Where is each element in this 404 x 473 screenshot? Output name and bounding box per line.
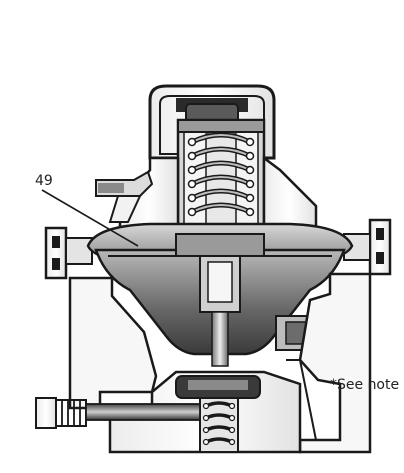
lower-spring (199, 397, 239, 453)
inlet-rod (35, 397, 201, 429)
valve-stem (175, 233, 265, 367)
callout-49-leader (41, 189, 139, 247)
upper-casing (118, 155, 318, 238)
orifice-seat (175, 375, 261, 399)
right-flange (343, 218, 392, 276)
left-flange (44, 226, 93, 280)
part-number-callout: 49 (35, 173, 53, 189)
vent-fitting (95, 170, 154, 223)
coil-spring (187, 132, 255, 225)
see-note-callout: *See note (330, 377, 400, 393)
